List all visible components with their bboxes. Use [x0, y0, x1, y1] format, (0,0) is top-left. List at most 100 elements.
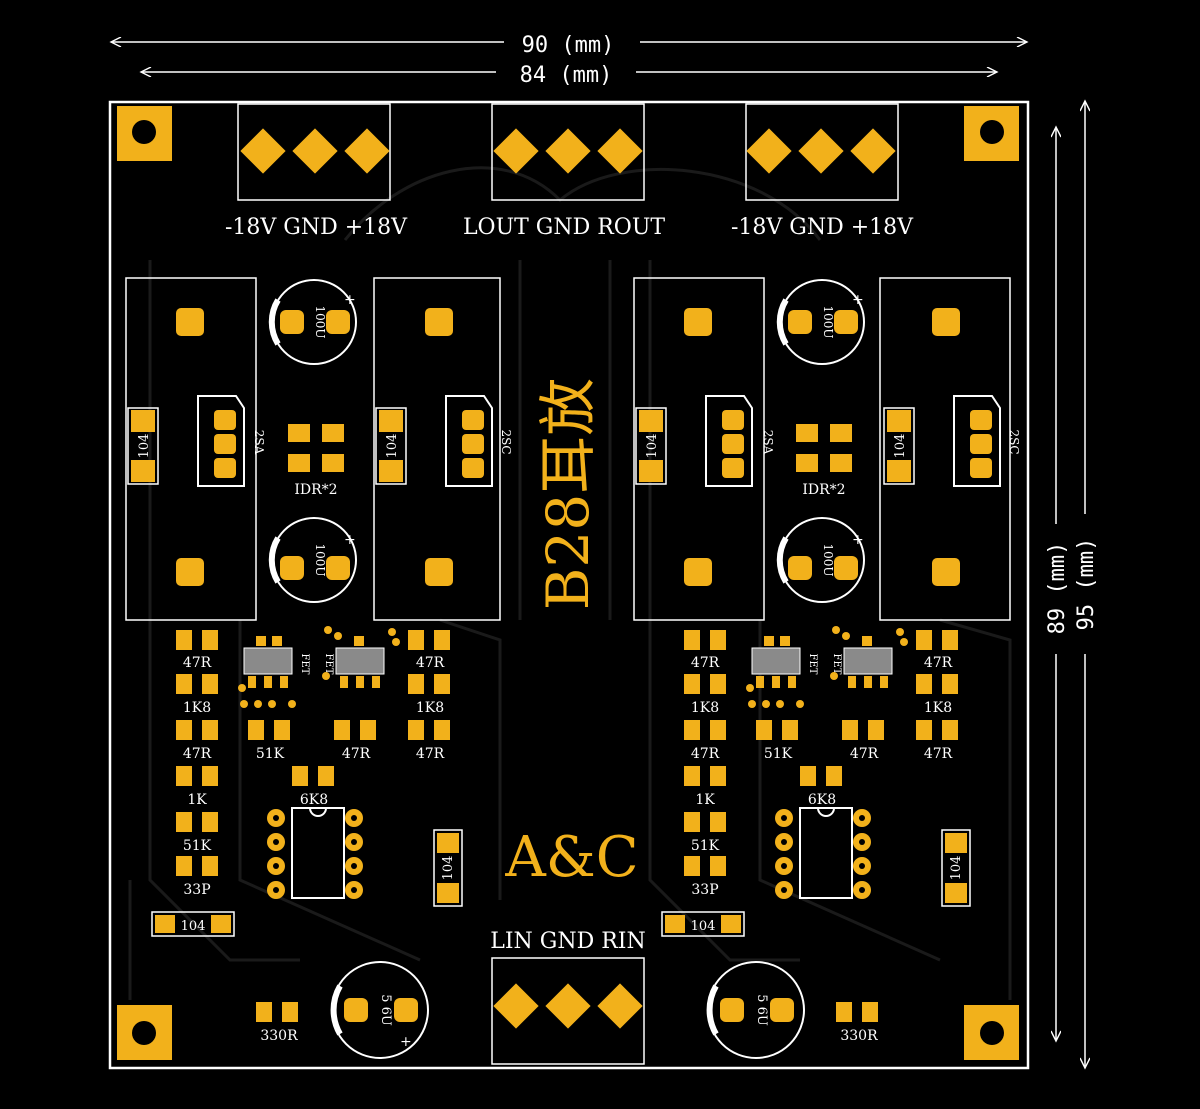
- svg-text:51K: 51K: [691, 838, 720, 854]
- smd-resistor: 47R: [176, 720, 218, 762]
- svg-text:1K8: 1K8: [691, 700, 719, 716]
- smd-resistor: 47R: [684, 720, 726, 762]
- smd-capacitor: 33P: [684, 856, 726, 898]
- smd-resistor: 1K8: [684, 674, 726, 716]
- cap-label: 104: [645, 434, 660, 459]
- svg-text:104: 104: [181, 919, 206, 934]
- smd-resistor: 6K8: [292, 766, 334, 808]
- connector-power-left: [237, 103, 391, 201]
- sot-transistor: FET: [831, 636, 893, 688]
- smd-resistor: 1K8: [408, 674, 450, 716]
- svg-text:47R: 47R: [342, 746, 371, 762]
- transistor-label: 2SC: [1007, 429, 1021, 454]
- svg-text:33P: 33P: [691, 882, 718, 898]
- svg-text:47R: 47R: [183, 655, 212, 671]
- width-inner-label: 84 (mm): [520, 63, 613, 88]
- heatsink-block-2: 104 2SC: [373, 277, 513, 621]
- smd-resistor: 6K8: [800, 766, 842, 808]
- cap-104: 104: [151, 911, 235, 937]
- smd-resistor: 51K: [684, 812, 726, 854]
- svg-text:FET: FET: [807, 654, 818, 675]
- smd-resistor: 1K: [684, 766, 726, 808]
- svg-text:6K8: 6K8: [300, 792, 328, 808]
- input-label: LIN GND RIN: [490, 929, 646, 954]
- svg-text:IDR*2: IDR*2: [802, 482, 845, 498]
- svg-text:1K8: 1K8: [924, 700, 952, 716]
- transistor-label: 2SA: [252, 430, 266, 455]
- electrolytic-cap: 100U +: [776, 517, 865, 603]
- output-label: LOUT GND ROUT: [463, 215, 665, 240]
- smd-resistor: 1K8: [916, 674, 958, 716]
- svg-text:5 6U: 5 6U: [754, 994, 769, 1026]
- smd-capacitor: 33P: [176, 856, 218, 898]
- svg-text:330R: 330R: [260, 1028, 298, 1044]
- svg-text:104: 104: [949, 856, 964, 881]
- svg-text:FET: FET: [831, 654, 842, 675]
- power-right-label: -18V GND +18V: [731, 215, 914, 240]
- svg-text:104: 104: [691, 919, 716, 934]
- svg-text:1K: 1K: [695, 792, 715, 808]
- cap-104: 104: [941, 829, 971, 907]
- width-outer-label: 90 (mm): [522, 33, 615, 58]
- svg-text:100U: 100U: [821, 543, 835, 576]
- svg-text:+: +: [400, 1034, 412, 1050]
- board-outline: [108, 100, 1030, 1070]
- dim-label-bg: [1071, 514, 1101, 654]
- model-title: B28耳放: [534, 378, 602, 610]
- transistor-label: 2SC: [499, 429, 513, 454]
- connector-input: [491, 957, 645, 1065]
- electrolytic-cap: 100U +: [268, 517, 357, 603]
- svg-text:51K: 51K: [764, 746, 793, 762]
- dim-label-bg: [496, 60, 636, 88]
- cap-label: 104: [137, 434, 152, 459]
- svg-text:100U: 100U: [821, 305, 835, 338]
- transistor-label: 2SA: [761, 430, 775, 455]
- smd-resistor: 1K: [176, 766, 218, 808]
- sot-transistor: FET: [243, 636, 310, 688]
- input-electrolytic-cap: 5 6U: [706, 961, 805, 1059]
- dim-label-bg: [1042, 524, 1072, 654]
- mounting-hole: [117, 106, 1019, 1060]
- svg-text:1K: 1K: [187, 792, 207, 808]
- sot-transistor: FET: [751, 636, 818, 688]
- height-outer-label: 95 (mm): [1074, 538, 1099, 631]
- input-electrolytic-cap: 5 6U +: [330, 961, 429, 1059]
- svg-text:FET: FET: [323, 654, 334, 675]
- svg-text:1K8: 1K8: [416, 700, 444, 716]
- svg-text:+: +: [852, 532, 864, 548]
- cap-104: 104: [433, 829, 463, 907]
- smd-resistor: 51K: [176, 812, 218, 854]
- electrolytic-cap: 100U +: [268, 279, 357, 365]
- smd-resistor: 47R: [176, 630, 218, 671]
- svg-text:+: +: [344, 292, 356, 308]
- svg-text:47R: 47R: [416, 655, 445, 671]
- smd-resistor: 47R: [916, 630, 958, 671]
- vias: [238, 626, 908, 708]
- heatsink-block-3: 104 2SA: [633, 277, 775, 621]
- svg-text:+: +: [852, 292, 864, 308]
- smd-resistor: 47R: [916, 720, 958, 762]
- svg-text:47R: 47R: [183, 746, 212, 762]
- svg-text:100U: 100U: [313, 305, 327, 338]
- smd-resistor: 47R: [334, 720, 376, 762]
- opamp-dip8: [775, 807, 871, 899]
- svg-text:51K: 51K: [183, 838, 212, 854]
- svg-text:33P: 33P: [183, 882, 210, 898]
- smd-resistor: 330R: [836, 1002, 878, 1044]
- electrolytic-cap: 100U +: [776, 279, 865, 365]
- opamp-dip8: [267, 807, 363, 899]
- svg-text:47R: 47R: [691, 746, 720, 762]
- smd-resistor: 330R: [256, 1002, 298, 1044]
- smd-resistor: 47R: [842, 720, 884, 762]
- smd-resistor: 47R: [684, 630, 726, 671]
- cap-label: 104: [893, 434, 908, 459]
- svg-text:47R: 47R: [416, 746, 445, 762]
- heatsink-block-4: 104 2SC: [879, 277, 1021, 621]
- brand-logo: A&C: [504, 825, 638, 890]
- svg-text:FET: FET: [299, 654, 310, 675]
- svg-text:IDR*2: IDR*2: [294, 482, 337, 498]
- svg-text:47R: 47R: [924, 746, 953, 762]
- diode-pads: IDR*2: [288, 424, 344, 498]
- svg-text:+: +: [344, 532, 356, 548]
